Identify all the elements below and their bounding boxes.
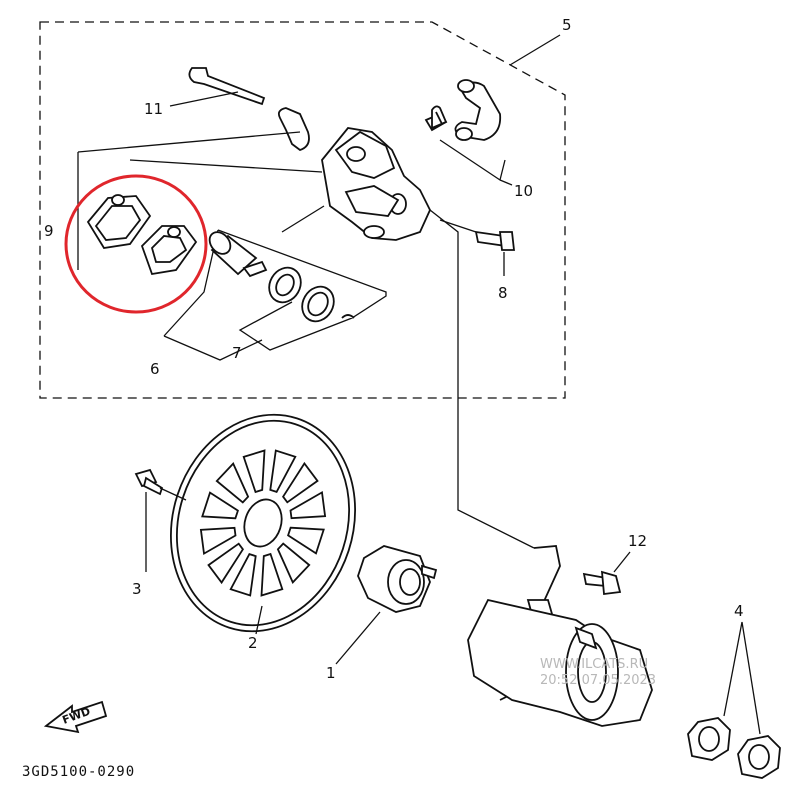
watermark-site: WWW.ILCATS.RU [540, 657, 648, 672]
disc-slot [201, 491, 239, 520]
part-label-4: 4 [734, 602, 744, 620]
disc-slot [287, 526, 325, 555]
pin-bracket [277, 107, 310, 152]
leader-5 [509, 34, 561, 66]
leader-2 [255, 605, 263, 635]
slide-pin-11 [169, 67, 266, 107]
disc-slot [199, 526, 237, 556]
bolt-12 [582, 551, 631, 596]
part-label-12: 12 [628, 532, 647, 550]
disc-slot [276, 542, 311, 584]
leader-6-base [163, 335, 263, 361]
part-label-3: 3 [132, 580, 142, 598]
bolt-8 [439, 219, 516, 276]
part-label-9: 9 [44, 222, 54, 240]
part-label-1: 1 [326, 664, 336, 682]
disc-slots [199, 449, 327, 597]
caliper-assembly-boundary [39, 21, 566, 399]
part-label-5: 5 [562, 16, 572, 34]
part-label-10: 10 [514, 182, 533, 200]
leader-9a [77, 131, 301, 153]
bolt-10 [424, 105, 448, 132]
nuts-4 [687, 621, 781, 779]
disc-slot [282, 461, 319, 504]
leader-6 [281, 205, 325, 233]
caliper-body [321, 127, 431, 241]
starter-motor [467, 545, 653, 727]
part-label-6: 6 [150, 360, 160, 378]
connector-line [429, 209, 535, 549]
hub-1 [357, 545, 438, 613]
part-label-11: 11 [144, 100, 163, 118]
disc-slot [269, 449, 297, 493]
part-label-2: 2 [248, 634, 258, 652]
disc-slot [215, 462, 250, 504]
bracket-10 [454, 79, 502, 141]
leader-10 [439, 139, 513, 186]
leader-1 [335, 611, 381, 665]
fwd-arrow: FWD [43, 700, 108, 734]
disc-slot [260, 552, 284, 597]
leader-9c [129, 159, 323, 173]
highlight-circle [64, 174, 208, 314]
part-label-8: 8 [498, 284, 508, 302]
disc-slot [242, 449, 266, 494]
watermark-timestamp: 20:52 07.05.2023 [540, 673, 656, 688]
disc-bolt-3 [134, 468, 187, 572]
piston-6 [208, 231, 268, 278]
brake-pads-9 [86, 194, 198, 276]
part-label-7: 7 [232, 344, 242, 362]
brake-disc-2 [170, 413, 356, 633]
drawing-code: 3GD5100-0290 [22, 764, 135, 780]
disc-slot [207, 542, 244, 585]
seals-7 [268, 266, 355, 323]
disc-slot [229, 553, 257, 597]
disc-slot [289, 490, 327, 520]
